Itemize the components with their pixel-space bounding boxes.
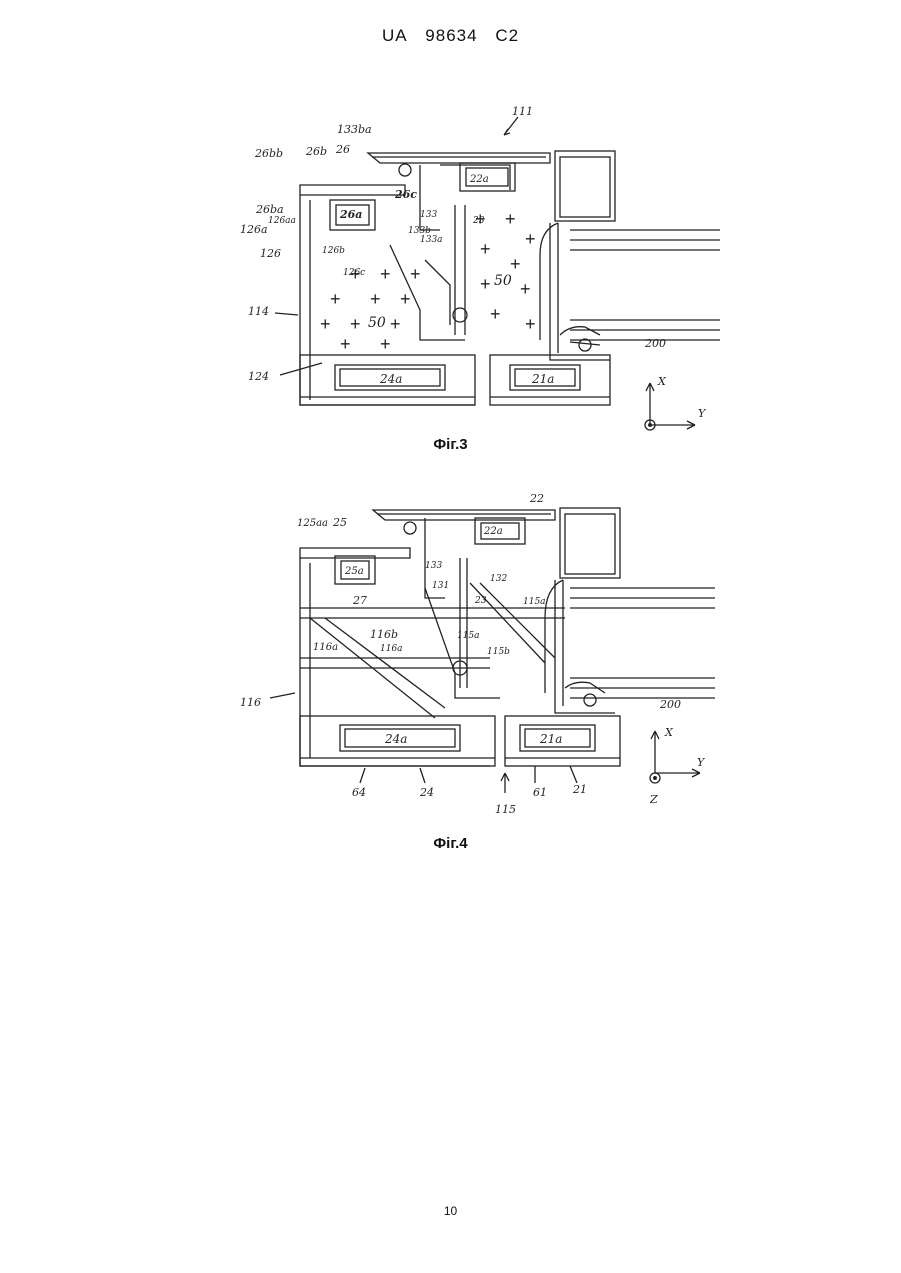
label-26ba: 26ba: [255, 203, 284, 216]
svg-text:+: +: [370, 289, 381, 309]
figure-4-caption: Фіг.4: [0, 835, 901, 852]
label-26: 26: [335, 143, 350, 156]
figure-3-caption: Фіг.3: [0, 436, 901, 453]
patent-office: UA: [382, 26, 408, 45]
patent-header: UA 98634 C2: [0, 26, 901, 46]
fig4-label-116a-left: 116a: [313, 642, 338, 653]
label-114: 114: [248, 305, 269, 318]
svg-text:+: +: [320, 314, 331, 334]
label-22a: 22a: [469, 174, 489, 185]
svg-text:+: +: [525, 314, 536, 334]
page-number: 10: [0, 1204, 901, 1218]
fig4-label-115: 115: [495, 803, 516, 816]
fig4-label-115a-right: 115a: [523, 597, 546, 607]
svg-text:+: +: [480, 274, 491, 294]
svg-text:+: +: [380, 264, 391, 284]
fig4-label-116: 116: [240, 696, 261, 709]
label-133a: 133a: [420, 235, 443, 245]
label-21a: 21a: [531, 372, 554, 386]
fig4-label-axis-z: Z: [649, 793, 658, 806]
svg-text:+: +: [510, 254, 521, 274]
svg-text:+: +: [350, 314, 361, 334]
fig4-label-27: 27: [352, 594, 367, 607]
patent-number: 98634: [425, 26, 477, 45]
figure-4-drawing: 22 22a 125aa 25 25a 133 131 132 27 23 11…: [235, 488, 715, 823]
svg-text:+: +: [490, 304, 501, 324]
svg-text:+: +: [525, 229, 536, 249]
figure-4-svg: 22 22a 125aa 25 25a 133 131 132 27 23 11…: [235, 488, 715, 823]
fig4-label-61: 61: [533, 786, 547, 799]
fig4-label-21a: 21a: [539, 732, 562, 746]
fig4-label-axis-y: Y: [697, 756, 706, 769]
label-126: 126: [260, 247, 281, 260]
fig4-label-axis-x: X: [664, 726, 674, 739]
figure-3-svg: +++ +++ +++ ++ +++ +++ +++ 111 133ba 26b…: [240, 105, 720, 440]
svg-text:+: +: [400, 289, 411, 309]
label-26c: 26c: [394, 188, 417, 201]
fig4-label-116b: 116b: [370, 628, 398, 641]
patent-kind: C2: [495, 26, 519, 45]
svg-text:+: +: [390, 314, 401, 334]
label-124: 124: [248, 370, 269, 383]
svg-text:+: +: [410, 264, 421, 284]
label-axis-x: X: [657, 375, 667, 388]
svg-text:+: +: [505, 209, 516, 229]
label-200: 200: [644, 337, 666, 350]
label-126a: 126a: [240, 223, 268, 236]
label-126aa: 126aa: [268, 216, 296, 226]
label-26a: 26a: [339, 208, 362, 221]
label-50-right: 50: [494, 273, 512, 289]
label-24a: 24a: [379, 372, 402, 386]
fig4-label-24: 24: [419, 786, 434, 799]
fig4-label-25: 25: [332, 516, 347, 529]
fig4-label-131: 131: [432, 581, 449, 591]
svg-text:+: +: [380, 334, 391, 354]
fig4-label-133: 133: [425, 561, 442, 571]
label-133: 133: [420, 210, 437, 220]
svg-text:+: +: [340, 334, 351, 354]
fig4-label-125aa: 125aa: [297, 518, 328, 529]
label-133ba: 133ba: [337, 123, 372, 136]
svg-text:+: +: [480, 239, 491, 259]
fig4-label-115b: 115b: [487, 647, 510, 657]
fig4-label-115a-mid: 115a: [457, 631, 480, 641]
label-23: 23: [472, 216, 485, 226]
fig4-label-22a: 22a: [483, 526, 503, 537]
label-axis-y: Y: [698, 407, 707, 420]
fig4-label-24a: 24a: [384, 732, 407, 746]
svg-text:+: +: [520, 279, 531, 299]
label-111: 111: [512, 105, 533, 118]
figure-3-drawing: +++ +++ +++ ++ +++ +++ +++ 111 133ba 26b…: [240, 105, 720, 440]
fig4-label-23: 23: [474, 596, 487, 606]
fig4-label-25a: 25a: [344, 566, 364, 577]
label-26bb: 26bb: [254, 147, 283, 160]
fig4-label-21: 21: [572, 783, 587, 796]
label-126c: 126c: [343, 268, 365, 278]
svg-text:+: +: [330, 289, 341, 309]
label-126b: 126b: [322, 246, 345, 256]
fig4-label-64: 64: [352, 786, 366, 799]
fig4-label-22: 22: [529, 492, 544, 505]
label-50-left: 50: [368, 315, 386, 331]
fig4-label-200: 200: [659, 698, 681, 711]
label-26b: 26b: [305, 145, 327, 158]
fig4-label-132: 132: [490, 574, 507, 584]
fig4-label-116a-mid: 116a: [380, 644, 403, 654]
